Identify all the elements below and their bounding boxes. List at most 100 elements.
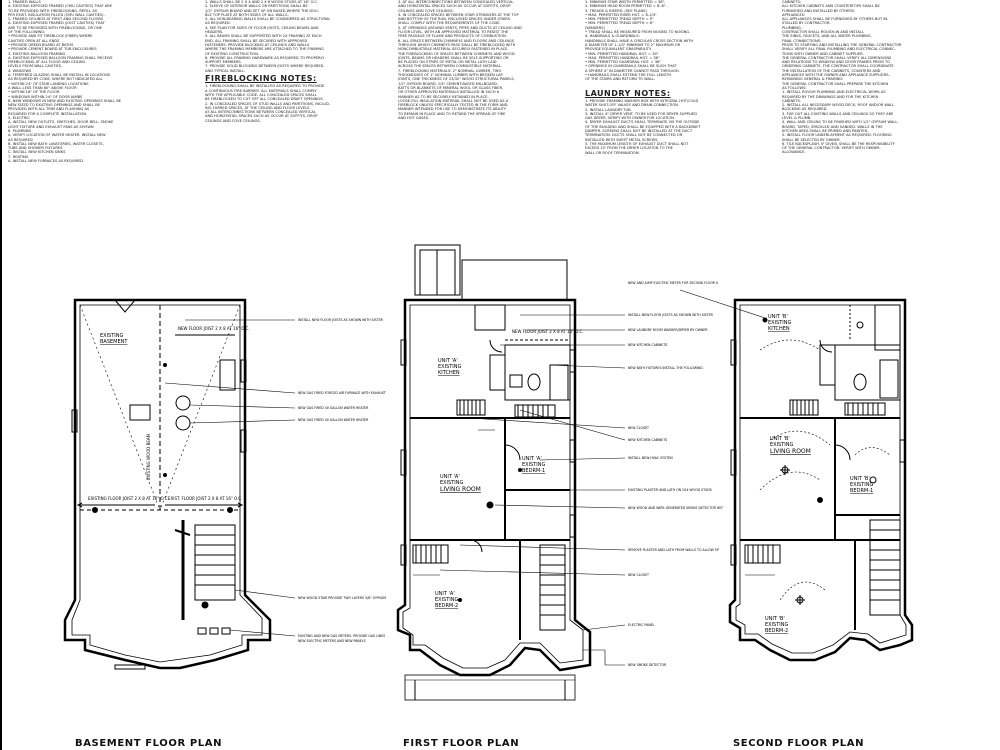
basement-callout: NEW GAS FIRED 40 GALLON WATER HEATER (298, 406, 369, 410)
second-floor-plan-title: SECOND FLOOR PLAN (733, 738, 865, 749)
note-line: OF THE FOLLOWING: (8, 30, 46, 35)
note-line: WITH THE APPLICABLE CODE. ALL CONCEALED … (205, 92, 317, 97)
note-line: AS REQUIRED BY CODE. WHERE NOT INDICATED… (8, 77, 103, 82)
note-line: OF EXISTING CONSTRUCTION. (205, 51, 260, 56)
note-line: B. INSTALL NEW BATH LAVATORIES, WATER CL… (8, 141, 104, 146)
note-line: 3. EXISTING BALLOON FRAMING (8, 51, 66, 56)
note-line: WATER SHUT-OFF VALVES AND DRAIN CONNECTI… (585, 103, 679, 108)
note-line: 3. TREADS & RISERS: (SEE PLANS) (585, 8, 647, 13)
note-line: FREE PASSAGE OF FLAME AND PRODUCTS OF CO… (398, 34, 507, 39)
note-line: 1. MINIMUM STAIR WIDTH PERMITTED = 36". (585, 0, 666, 4)
note-line: 3. INSTALL 4" DRYER VENT. TO BE USED FOR… (585, 111, 697, 116)
note-line: 3. ALL NON-BEARING WALLS SHALL BE CONSID… (205, 17, 331, 22)
note-line: CAVITIES OPEN AT ALL ENDS (8, 38, 60, 43)
basement-beam-label: EXISTING WOOD BEAM (146, 433, 151, 480)
note-line: • HANDRAILS SHALL EXTEND THE FULL LENGTH (585, 73, 672, 78)
first-callout: NEW KITCHEN CABINETS (628, 438, 667, 442)
note-line: OF THE GENERAL CONTRACTOR. VERIFY WITH O… (782, 146, 881, 151)
note-line: A DIAMETER OF 1-1/4" MINIMUM TO 2" MAXIM… (585, 42, 681, 47)
note-line: DAMPER. SCREENS SHALL NOT BE INSTALLED A… (585, 129, 693, 134)
note-line: ALLOWANCE. (782, 150, 806, 155)
note-line: APPLIANCES: (782, 12, 806, 17)
note-line: 2. INSTALL ALL NECESSARY WOOD DECK, ROOF… (782, 103, 895, 108)
basement-callout: NEW WOOD STAIR PROVIDE TWO LAYERS 5/8" G… (298, 596, 386, 600)
note-line: THE GENERAL CONTRACTOR SHALL VERIFY ALL … (782, 55, 892, 60)
note-line: A. EXISTING EXPOSED BALLOON FRAMING SHAL… (8, 55, 113, 60)
note-line: • MAX. PERMITTED HANDRAIL HGT. = 38" (585, 55, 660, 60)
note-line: AS FOLLOWS: (782, 85, 807, 90)
note-line: A WALL LESS THAN 60" ABOVE FLOOR (8, 85, 77, 90)
basement-plan-title: BASEMENT FLOOR PLAN (75, 738, 223, 749)
note-line: 6. ALL SPACES BETWEEN CHIMNEYS AND FLOOR… (398, 38, 515, 43)
note-line: 4. WALL AND CEILING TO BE FINISHED WITH … (782, 120, 899, 125)
note-line: MANNER INTENDED FOR USE TO DEMONSTRATE I… (398, 107, 507, 112)
note-line: A. VERIFY LOCATION OF WATER HEATER. INST… (8, 133, 106, 138)
second-bed1-1: UNIT 'B' (850, 476, 870, 482)
note-line: 5. ALL BEAMS SHALL BE SUPPORTED WITH 2X … (205, 34, 322, 39)
basement-room-label-1: EXISTING (100, 333, 124, 339)
note-line: B. NEW WINDOWS IN NEW AND EXISTING OPENI… (8, 98, 122, 103)
first-callout: NEW BATH FIXTURES INSTALL THE FOLLOWING (628, 366, 703, 370)
second-living-2: EXISTING (770, 442, 794, 448)
note-line: • MIN. PERMITTED TREAD DEPTH = 9" (585, 17, 654, 22)
note-line: 6. PLUMBING (8, 128, 32, 133)
note-line: CEILINGS AND COVE CEILINGS. (398, 8, 454, 13)
first-callout: NEW WOOD AND WIRE-GENERATED SMOKE DETECT… (628, 506, 723, 510)
note-line: 2. MINIMUM HEAD ROOM PERMITTED = 6'-8". (585, 4, 667, 9)
basement-callout: NEW GAS FIRED FORCED AIR FURNACE WITH EX… (298, 391, 386, 395)
note-line: SHALL COMPLY WITH THE REQUIREMENTS OF TH… (398, 21, 501, 26)
note-line: NONCOMBUSTIBLE MATERIAL SECURELY FASTENE… (398, 47, 509, 52)
note-line: REMAINING GENERAL & FRAMING: (782, 77, 844, 82)
note-line: THE FIREBLOCKING OF SPACES BETWEEN CHIMN… (398, 51, 515, 56)
note-line: C. INSTALL NEW KITCHEN SINKS (8, 150, 66, 155)
note-line: 2. SLEEVE OF INTERIOR WALLS OR PARTITION… (205, 4, 308, 9)
second-kitchen-2: EXISTING (768, 320, 792, 326)
second-callout: NEW AND JUMP ELECTRIC METER FOR SECOND F… (628, 281, 719, 285)
note-line: • WINDOWS WITHIN 24" OF DOOR JAMBS (8, 94, 83, 99)
note-line: BLE TOP PLATE AT BOTH SIDES OF ALL WALLS… (205, 12, 289, 17)
note-line: REQUIRED BY THE DRAWINGS AND FOR THE KIT… (782, 94, 879, 99)
note-line: 1/2" GYPSUM BOARD AND SET UP ON BASED WH… (205, 8, 319, 13)
first-bed1-3: BEDRM-1 (522, 468, 545, 474)
note-line: 7. PROVIDE SOLID BLOCKING BETWEEN JOISTS… (205, 64, 324, 69)
note-line: TERMINATION. DUCTS SHALL NOT BE CONNECTE… (585, 133, 683, 138)
first-bed2-1: UNIT 'A' (435, 591, 455, 597)
note-line: TIONS WITH OWNER AND CABINET SUPPLIER. (782, 51, 864, 56)
first-living-1: UNIT 'A' (440, 474, 460, 480)
note-line: AS REQUIRED. (205, 21, 231, 26)
note-line: ACROSS THE SPACES BETWEEN COMBUSTIBLE MA… (398, 64, 502, 69)
note-line: PLUMBING: (782, 25, 802, 30)
note-line: CONTRACTOR SHALL ROUGH-IN AND INSTALL (782, 30, 864, 35)
first-callout: NEW CLOSET (628, 426, 649, 430)
note-line: ORDERING CABINETS. THE CONTRACTOR SHALL … (782, 64, 894, 69)
note-line: 1/2" GYPSUM BOARD, 1/4" CEMENT-BASED MIL… (398, 81, 498, 86)
second-bed1-2: EXISTING (850, 482, 874, 488)
first-callout: NEW KITCHEN CABINETS (628, 343, 667, 347)
first-callout: ELECTRIC PANEL (628, 623, 655, 627)
note-line: • MIN. PERMITTED HANDRAIL HGT. = 34" (585, 51, 659, 56)
first-bed2-2: EXISTING (435, 597, 459, 603)
note-line: JOISTS, BEAMS OR HEADERS SHALL BE SELF-S… (398, 55, 509, 60)
note-line: • MIN. PERMITTED GUARDRAIL HGT. = 36" (585, 60, 661, 65)
second-kitchen-3: KITCHEN (768, 326, 790, 332)
note-line: • MIN. PERMITTED TREAD DEPTH = 6" (585, 21, 654, 26)
note-line: SHALL BE SELECTED BY OWNER. (782, 137, 841, 142)
note-line: APPLIANCES WITH THE OWNER AND APPLIANCE … (782, 73, 890, 78)
note-line: 5. INSTALL FLOOR UNDERLAYMENT AS REQUIRE… (782, 133, 892, 138)
note-line: FIREBLOCKING AT ALL FLOOR AND CEILING (8, 60, 86, 65)
note-line: A. EXISTING EXPOSED FRAMED (JOIST CAVITI… (8, 21, 105, 26)
note-line: LOOSE-FILL INSULATION MATERIAL SHALL NOT… (398, 98, 509, 103)
second-living-1: UNIT 'B' (770, 436, 790, 442)
first-kitchen-3: KITCHEN (438, 370, 460, 376)
note-line: ING FURRED SPACES, AT THE CEILING AND FL… (205, 105, 311, 110)
note-line: END. ALL FRAMING SHALL BE SECURED WITH A… (205, 38, 308, 43)
note-line: 1. WALLS SHALL BE 2 X 4 AND 2 X 6 WOOD S… (205, 0, 319, 4)
note-line: 1. PROVIDE FRAMING WASHER BOX WITH INTEG… (585, 98, 699, 103)
basement-joist-left: EXISTING FLOOR JOIST 2 X 8 AT 16" O.C. (88, 496, 169, 501)
note-line: OF THE BUILDING AND SHALL BE EQUIPPED WI… (585, 124, 701, 129)
note-line: WALL OR ROOF TERMINATION. (585, 150, 640, 155)
note-line: AT ALL INTERCONNECTIONS BETWEEN CONCEALE… (205, 110, 316, 115)
note-line: A CONTINUOUS FIRE BARRIER. ALL MATERIALS… (205, 88, 317, 93)
second-living-3: LIVING ROOM (770, 448, 811, 455)
note-line: THE GENERAL CONTRACTOR SHALL PREPARE THE… (782, 81, 889, 86)
